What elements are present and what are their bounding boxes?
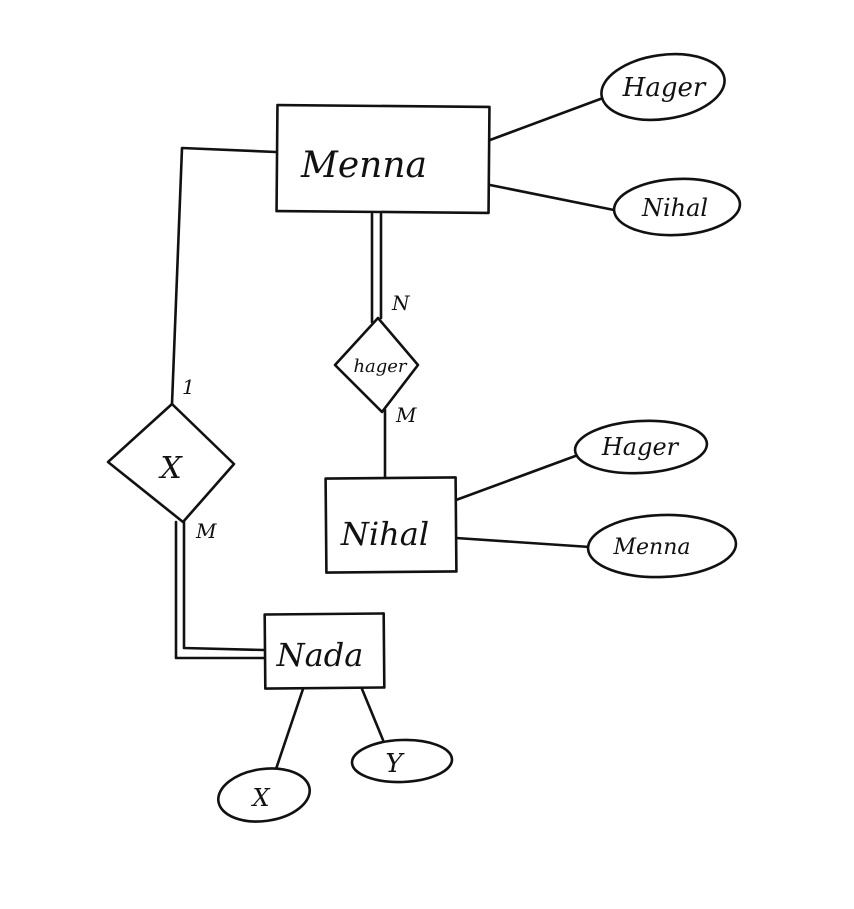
cardinality-x-nada: M [195, 519, 217, 543]
relationship-hager-label: hager [353, 356, 407, 377]
entity-nihal-label: Nihal [340, 515, 429, 553]
edge-menna-x [170, 146, 278, 406]
edge-nihal-attr-menna [454, 536, 592, 549]
attribute-nihal-menna-label: Menna [613, 535, 691, 560]
relationship-x: X [106, 402, 236, 524]
attribute-nada-y-label: Y [385, 749, 405, 779]
attribute-menna-nihal-label: Nihal [641, 194, 708, 222]
edge-menna-attr-hager [488, 96, 605, 142]
attribute-nihal-hager: Hager [573, 419, 709, 475]
attribute-nada-x: X [217, 767, 311, 823]
edge-x-nada-1 [174, 520, 266, 660]
entity-nihal: Nihal [324, 476, 458, 574]
cardinality-x-menna: 1 [182, 375, 195, 399]
attribute-nada-x-label: X [250, 784, 270, 812]
entity-nada-label: Nada [276, 636, 364, 674]
relationship-hager: hager [333, 316, 420, 414]
attribute-menna-nihal: Nihal [612, 177, 742, 237]
entity-menna: Menna [275, 103, 491, 215]
cardinality-hager-menna: N [391, 291, 411, 315]
attribute-menna-hager: Hager [600, 52, 726, 122]
edge-nada-attr-x [273, 687, 305, 774]
attribute-nada-y: Y [350, 738, 454, 784]
attribute-nihal-hager-label: Hager [601, 433, 680, 461]
edge-nada-attr-y [360, 687, 385, 742]
connectors [170, 96, 616, 774]
attribute-menna-hager-label: Hager [622, 73, 707, 103]
entity-nada: Nada [263, 612, 386, 690]
cardinality-hager-nihal: M [395, 403, 417, 427]
relationship-x-label: X [158, 451, 183, 486]
edge-menna-attr-nihal [488, 183, 616, 212]
edge-nihal-attr-hager [454, 453, 580, 502]
entity-menna-label: Menna [300, 145, 427, 186]
edge-x-nada-2 [182, 520, 266, 652]
attribute-nihal-menna: Menna [586, 513, 738, 579]
